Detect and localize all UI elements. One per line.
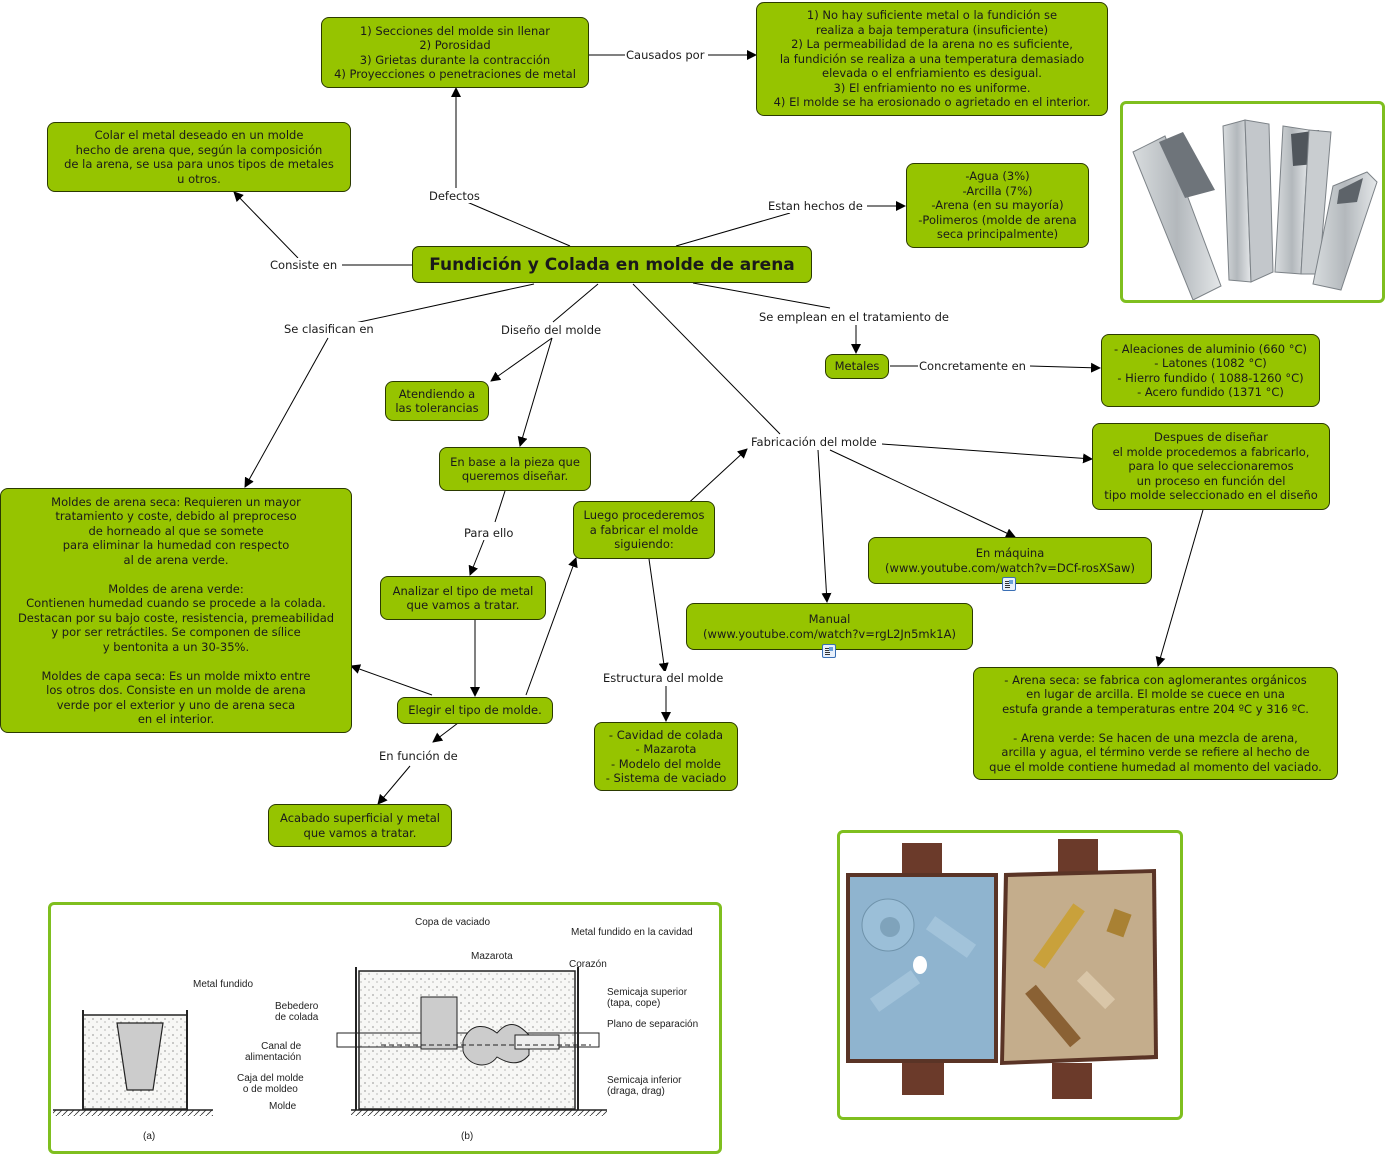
sand-mold-photo [837,830,1183,1120]
node-tolerancias[interactable]: Atendiendo a las tolerancias [385,381,489,421]
link-para-ello: Para ello [463,526,515,540]
sand-mold-graphic [846,839,1158,1099]
link-fabricacion-del-molde: Fabricación del molde [750,435,878,449]
label-corazon: Corazón [569,959,607,970]
label-plano-separacion: Plano de separación [607,1019,699,1030]
edge-diseno-tolerancias [490,337,553,382]
casting-schematic [53,967,607,1116]
node-elegir[interactable]: Elegir el tipo de molde. [397,697,553,724]
node-en-maquina[interactable]: En máquina (www.youtube.com/watch?v=DCf-… [868,537,1152,584]
edge-diseno-enbase [517,337,553,447]
label-caja-molde: Caja del molde o de moldeo [237,1073,304,1095]
node-manual[interactable]: Manual (www.youtube.com/watch?v=rgL2Jn5m… [686,603,973,650]
label-bebedero: Bebedero de colada [275,1001,319,1023]
edge-elegir-enfuncion [432,722,459,743]
aluminum-profiles-image [1120,101,1385,303]
edge-enfuncion-acabado [377,765,411,805]
edge-elegir-tipos [350,664,433,696]
node-analizar[interactable]: Analizar el tipo de metal que vamos a tr… [380,576,546,620]
aluminum-profiles-graphic [1132,119,1378,300]
link-se-clasifican-en: Se clasifican en [283,322,375,336]
link-en-funcion-de: En función de [378,749,459,763]
edge-main-hechos [675,212,791,247]
node-tipos-moldes[interactable]: Moldes de arena seca: Requieren un mayor… [0,488,352,733]
edge-main-diseno [552,283,599,323]
node-estructura-list[interactable]: - Cavidad de colada - Mazarota - Modelo … [594,722,738,791]
label-b: (b) [461,1131,474,1142]
edge-para-analizar [468,539,485,576]
link-estan-hechos-de: Estan hechos de [767,199,864,213]
node-composicion[interactable]: -Agua (3%) -Arcilla (7%) -Arena (en su m… [906,163,1089,248]
edge-luego-fabricacion [681,448,748,510]
edge-fabricacion-despues [881,443,1093,464]
web-resource-icon[interactable] [822,644,836,658]
sand-casting-diagram-image: Metal fundido Copa de vaciado Mazarota M… [48,902,722,1154]
node-en-base[interactable]: En base a la pieza que queremos diseñar. [439,447,591,491]
link-diseno-del-molde: Diseño del molde [500,323,603,337]
node-acabado[interactable]: Acabado superficial y metal que vamos a … [268,804,452,847]
edge-main-emplean [692,282,831,309]
edge-concretamente-aleaciones [1029,362,1101,373]
link-consiste-en: Consiste en [269,258,339,272]
edge-fabricacion-manual [817,449,832,603]
label-semicaja-inferior: Semicaja inferior (draga, drag) [607,1075,682,1097]
label-semicaja-superior: Semicaja superior (tapa, cope) [607,987,688,1009]
web-resource-icon[interactable] [1002,577,1016,591]
edge-consiste-node [233,191,299,259]
node-defectos-list[interactable]: 1) Secciones del molde sin llenar 2) Por… [321,17,589,88]
node-arena-tipos[interactable]: - Arena seca: se fabrica con aglomerante… [973,667,1338,780]
main-topic-node[interactable]: Fundición y Colada en molde de arena [412,246,812,283]
edge-despues-arena [1155,509,1204,667]
label-molde: Molde [269,1101,297,1112]
edge-fabricacion-maquina [829,449,1016,538]
label-metal-fundido: Metal fundido [193,979,254,990]
link-estructura-del-molde: Estructura del molde [602,671,725,685]
node-despues[interactable]: Despues de diseñar el molde procedemos a… [1092,423,1330,510]
node-causas[interactable]: 1) No hay suficiente metal o la fundició… [756,2,1108,116]
node-metales[interactable]: Metales [825,354,889,379]
edge-main-defectos [466,201,571,247]
node-consiste[interactable]: Colar el metal deseado en un molde hecho… [47,122,351,192]
label-mazarota: Mazarota [471,951,513,962]
edge-enbase-para [494,490,506,523]
edge-luego-estructura [648,558,669,673]
node-aleaciones[interactable]: - Aleaciones de aluminio (660 °C) - Lato… [1101,334,1320,407]
node-luego[interactable]: Luego procederemos a fabricar el molde s… [573,501,715,559]
edge-main-clasifican [354,283,535,324]
link-defectos: Defectos [428,189,481,203]
label-metal-cavidad: Metal fundido en la cavidad [571,927,693,938]
link-causados-por: Causados por [625,48,706,62]
link-se-emplean: Se emplean en el tratamiento de [758,310,950,324]
label-canal-alimentacion: Canal de alimentación [245,1041,302,1063]
label-copa-vaciado: Copa de vaciado [415,917,491,928]
edge-clasifican-tipos [244,337,329,488]
edge-main-fabricacion [632,283,781,435]
link-concretamente-en: Concretamente en [918,359,1027,373]
label-a: (a) [143,1131,156,1142]
